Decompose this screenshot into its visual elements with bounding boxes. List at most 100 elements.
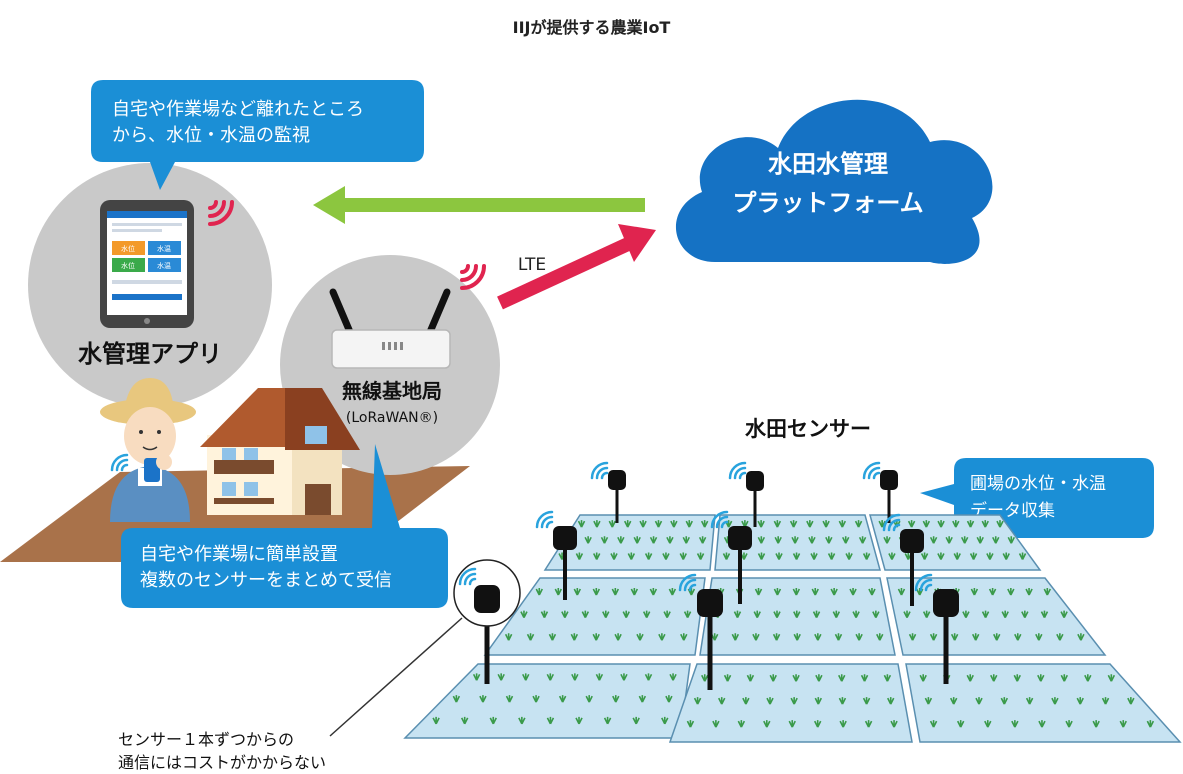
rice-plant [757,520,765,528]
rice-plant [532,695,540,703]
rice-plant [952,520,960,528]
gateway-callout: 自宅や作業場に簡単設置 複数のセンサーをまとめて受信 [121,444,448,608]
rice-plant [937,552,945,560]
rice-plant [497,673,505,681]
farmer-icon [100,378,196,522]
rice-plant [683,610,692,618]
rice-plant [763,720,771,728]
rice-plant [504,633,513,641]
rice-plant [669,673,677,681]
rice-plant [834,633,843,641]
rice-plant [929,536,938,544]
rice-plant [1037,674,1045,682]
rice-plant [993,633,1001,641]
rice-plant [608,520,617,528]
rice-plant [988,587,997,596]
rice-plant [1021,610,1029,618]
rice-plant [658,633,666,641]
rice-plant [1011,720,1019,728]
rice-plant [791,536,799,544]
rice-plant [633,536,641,544]
rice-plant [887,697,895,705]
rice-plant [723,674,732,682]
rice-plant [792,674,800,682]
rice-plant [966,520,975,528]
rice-plant [773,610,781,618]
paddy-plot [905,663,1182,743]
rice-plant [472,673,481,681]
rice-plant [666,536,674,544]
rice-plant [718,697,726,705]
rice-plant [950,633,959,641]
rice-plant [696,552,705,560]
lte-arrow [497,224,656,310]
rice-plant [593,520,601,528]
water-sensor [535,510,577,600]
rice-plant [642,610,651,618]
rice-plant [670,520,678,528]
rice-plant [986,552,994,560]
paddy-plot [714,514,881,571]
rice-plant [775,552,783,560]
rice-plant [700,520,709,528]
rice-plant [769,674,777,682]
rice-plant [811,587,819,596]
rice-plant [731,633,740,641]
rice-plant [937,520,945,528]
rice-plant [668,587,677,596]
tablet-tile-1: 水位 [121,244,135,253]
app-callout: 自宅や作業場など離れたところ から、水位・水温の監視 [91,80,424,190]
rice-plant [535,587,543,596]
rice-plant [789,520,798,528]
rice-plant [575,716,583,725]
rice-plant [772,633,781,641]
rice-plant [661,716,669,725]
rice-plant [432,716,440,725]
rice-plant [990,674,998,682]
rice-plant [855,633,863,641]
rice-plant [897,587,906,596]
rice-plant [592,552,601,560]
rice-plant [1119,720,1127,728]
rice-plant [701,674,709,682]
rice-plant [548,633,557,641]
rice-plant [953,552,961,560]
rice-plant [992,536,1000,544]
rice-plant [1007,536,1015,544]
rice-plant [1000,697,1009,705]
rice-plant [1065,720,1073,728]
rice-plant [827,552,836,560]
rice-plant [623,520,632,528]
rice-plant [752,633,760,641]
rice-plant [888,552,896,560]
rice-plant [612,695,620,703]
tablet-tile-2: 水温 [157,244,171,253]
rice-plant [1084,674,1092,682]
rice-plant [575,552,584,560]
rice-plant [1076,697,1084,705]
rice-plant [908,633,917,641]
rice-plant [505,695,514,703]
rice-plant [864,720,873,728]
rice-plant [922,610,931,618]
paddy-fields [403,514,1182,743]
rice-plant [546,673,555,681]
rice-plant [622,610,630,618]
rice-plant [852,610,860,618]
water-sensor [678,573,723,690]
paddy-plot [483,577,706,656]
rice-plant [654,520,663,528]
field-callout-line1: 圃場の水位・水温 [970,474,1106,494]
rice-plant [812,610,821,618]
rice-plant [810,552,818,560]
rice-plant [962,610,970,618]
rice-plant [868,587,876,596]
rice-plant [662,552,670,560]
rice-plant [773,520,782,528]
rice-plant [945,536,953,544]
rice-plant [929,720,938,728]
rice-plant [872,610,880,618]
water-sensor [728,461,764,527]
rice-plant [1056,633,1064,641]
